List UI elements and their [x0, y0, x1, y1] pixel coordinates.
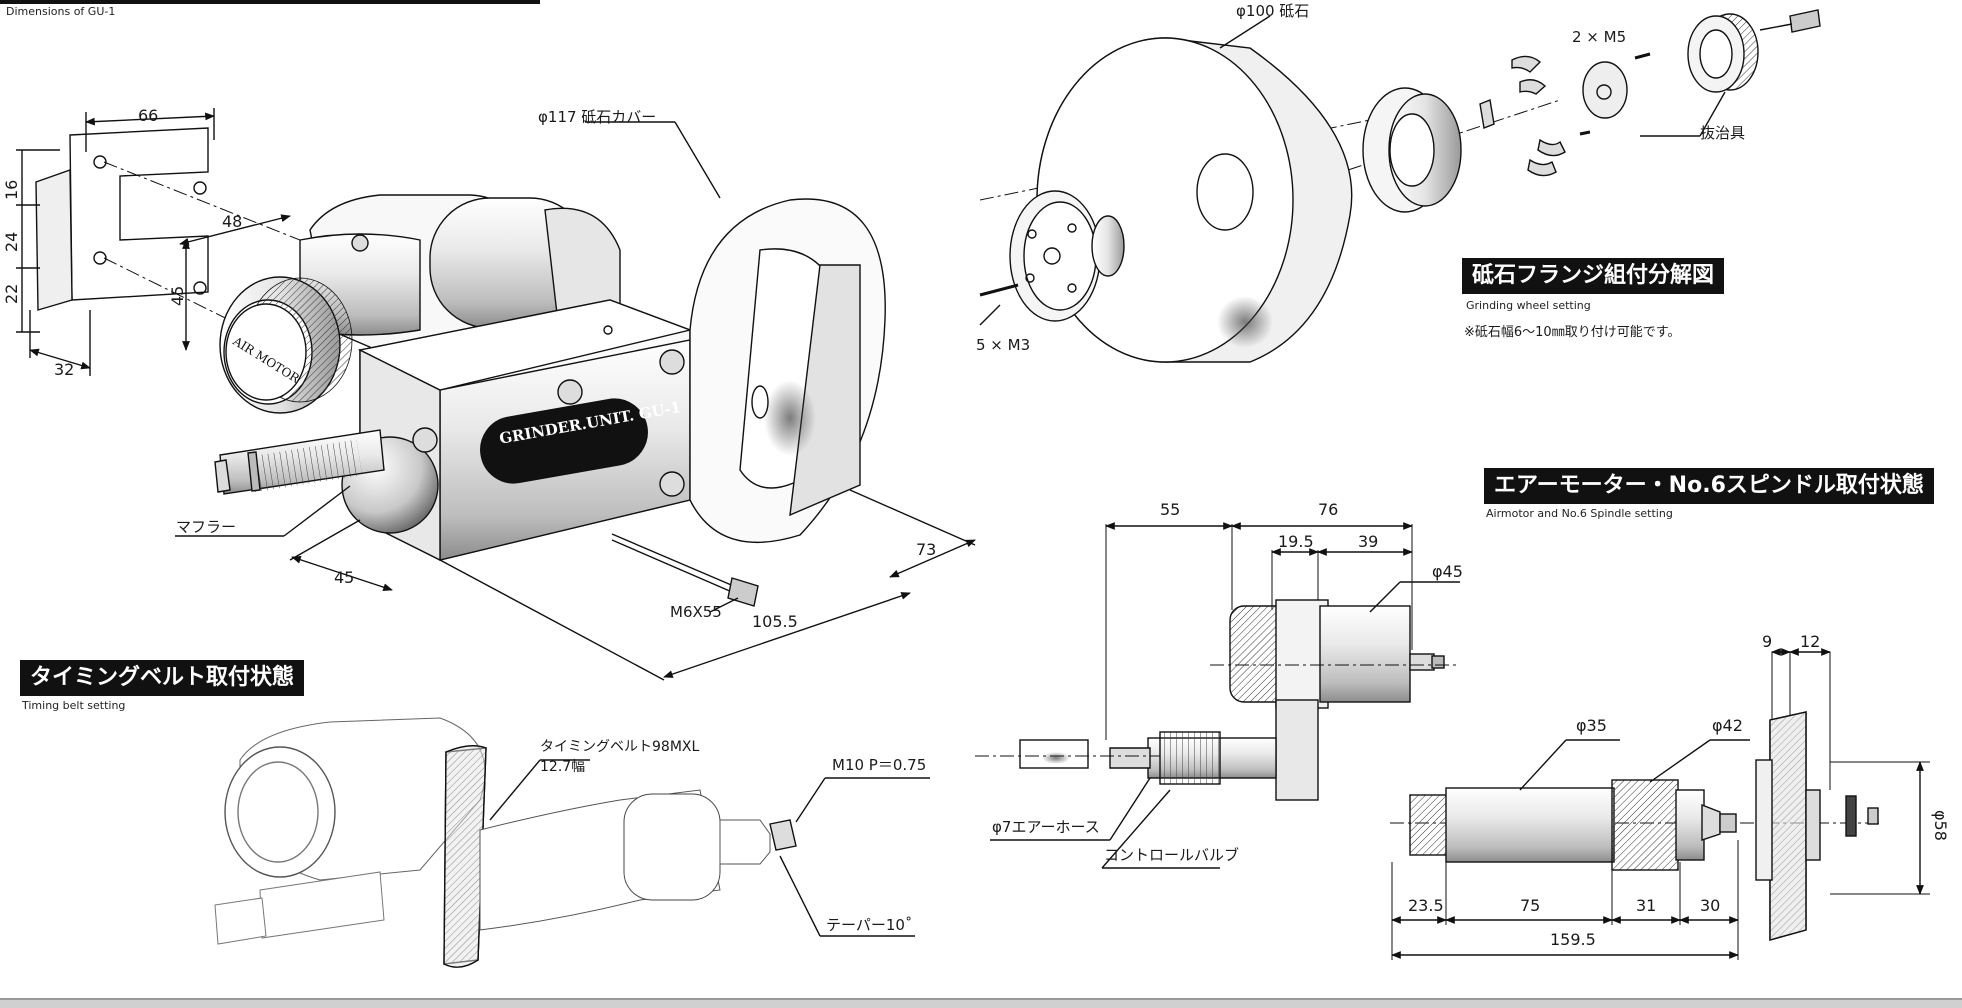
label-screws-m3: 5 × M3	[976, 336, 1031, 354]
spindle-setting-subtitle: Airmotor and No.6 Spindle setting	[1486, 507, 1673, 520]
label-belt-line1: タイミングベルト98MXL	[540, 739, 700, 755]
dim-48: 48	[222, 212, 243, 231]
dim-105-5: 105.5	[752, 612, 798, 631]
dim-phi42: φ42	[1712, 716, 1743, 735]
dim-159-5: 159.5	[1550, 930, 1596, 949]
belt-setting-subtitle: Timing belt setting	[22, 699, 126, 712]
label-screws-m5: 2 × M5	[1572, 28, 1627, 46]
dim-45-base: 45	[334, 568, 355, 587]
dim-32: 32	[54, 360, 75, 379]
wheel-setting-subtitle: Grinding wheel setting	[1466, 299, 1591, 312]
top-rule	[0, 0, 540, 4]
label-control-valve: コントロールバルブ	[1104, 846, 1240, 864]
label-bolt-m6x55: M6X55	[670, 603, 722, 621]
dim-22: 22	[2, 283, 21, 304]
dim-76: 76	[1318, 500, 1339, 519]
dim-16: 16	[2, 179, 21, 200]
dim-66: 66	[138, 106, 159, 125]
dim-45-bracket: 45	[168, 285, 187, 306]
label-belt-line2: 12.7幅	[540, 759, 586, 775]
dim-55: 55	[1160, 500, 1181, 519]
dim-12: 12	[1800, 632, 1821, 651]
label-air-hose: φ7エアーホース	[992, 818, 1100, 836]
page-caption: Dimensions of GU-1	[6, 5, 116, 18]
label-wheel-cover: φ117 砥石カバー	[538, 108, 657, 126]
dim-phi45: φ45	[1432, 562, 1463, 581]
spindle-setting-title: エアーモーター・No.6スピンドル取付状態	[1484, 468, 1934, 504]
dim-24: 24	[2, 231, 21, 252]
label-grinding-wheel: φ100 砥石	[1236, 2, 1310, 20]
bottom-border	[0, 998, 1962, 1008]
dim-39: 39	[1358, 532, 1379, 551]
belt-setting-title: タイミングベルト取付状態	[20, 660, 305, 696]
dim-23-5: 23.5	[1408, 896, 1444, 915]
dim-75: 75	[1520, 896, 1541, 915]
dim-phi35: φ35	[1576, 716, 1607, 735]
wheel-width-note: ※砥石幅6～10㎜取り付け可能です。	[1464, 325, 1681, 340]
label-muffler: マフラー	[176, 518, 237, 536]
dim-phi58: φ58	[1931, 810, 1950, 841]
dim-9: 9	[1762, 632, 1773, 651]
label-puller: 抜治具	[1700, 124, 1746, 142]
label-thread-m10: M10 P＝0.75	[832, 756, 927, 774]
label-taper: テーパー10˚	[826, 916, 913, 934]
dim-73: 73	[916, 540, 937, 559]
dim-19-5: 19.5	[1278, 532, 1314, 551]
wheel-setting-title: 砥石フランジ組付分解図	[1462, 258, 1725, 294]
dim-30: 30	[1700, 896, 1721, 915]
dim-31: 31	[1636, 896, 1657, 915]
